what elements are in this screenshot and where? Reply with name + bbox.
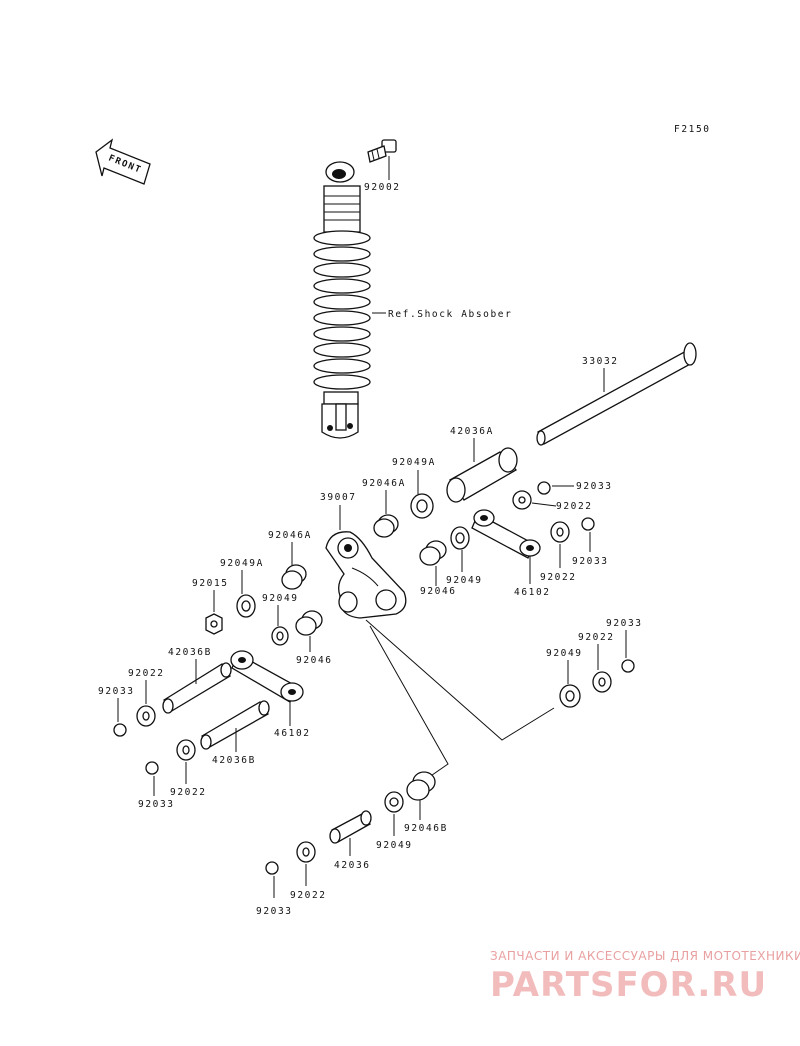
callout-92046B: 92046B (404, 823, 448, 834)
callout-42036: 42036 (334, 860, 371, 871)
callout-46102-left: 46102 (274, 728, 311, 739)
callout-46102-right: 46102 (514, 587, 551, 598)
tie-rod-46102-right (471, 509, 541, 559)
callout-92015: 92015 (192, 578, 229, 589)
circlip-92033-l1 (113, 723, 127, 737)
callout-92002: 92002 (364, 182, 401, 193)
shaft-33032 (536, 342, 697, 446)
callout-92049-left: 92049 (262, 593, 299, 604)
front-arrow-icon: FRONT (95, 138, 151, 185)
callout-92022-l2: 92022 (170, 787, 207, 798)
callout-92033-l2: 92033 (138, 799, 175, 810)
collar-42036A (446, 447, 518, 503)
ref-line-lower (369, 625, 449, 783)
callout-92033-bottom: 92033 (256, 906, 293, 917)
callout-92022-r2: 92022 (540, 572, 577, 583)
callout-92033-l1: 92033 (98, 686, 135, 697)
bearing-92046A-left (281, 564, 307, 590)
callout-92049A-left: 92049A (220, 558, 264, 569)
callout-92022-r1: 92022 (556, 501, 593, 512)
callout-92049-mid: 92049 (446, 575, 483, 586)
circlip-92033-r1 (537, 481, 551, 495)
callout-92033-right-lower: 92033 (606, 618, 643, 629)
callout-92049-right-lower: 92049 (546, 648, 583, 659)
callout-92049A-top: 92049A (392, 457, 436, 468)
collar-42036B-1 (162, 662, 232, 714)
callout-92046A-left: 92046A (268, 530, 312, 541)
bearing-92046-mid (419, 540, 447, 566)
callout-39007: 39007 (320, 492, 357, 503)
bearing-92046A-top (373, 514, 399, 538)
callout-92049-bottom: 92049 (376, 840, 413, 851)
bearing-92046B (406, 771, 436, 801)
callout-92046A-top: 92046A (362, 478, 406, 489)
callout-shock-ref: Ref.Shock Absober (388, 309, 512, 320)
figure-code: F2150 (674, 124, 711, 135)
collar-42036B-2 (200, 700, 270, 750)
callout-42036A: 42036A (450, 426, 494, 437)
callout-42036B-1: 42036B (168, 647, 212, 658)
shock-absorber (313, 161, 371, 439)
circlip-92033-bottom (265, 861, 279, 875)
callout-92022-right-lower: 92022 (578, 632, 615, 643)
bolt-92002 (367, 139, 397, 180)
ref-line-right (365, 619, 555, 741)
circlip-92033-right-lower (621, 659, 635, 673)
watermark-caption: ЗАПЧАСТИ И АКСЕССУАРЫ ДЛЯ МОТОТЕХНИКИ (490, 949, 800, 963)
circlip-92033-l2 (145, 761, 159, 775)
bearing-92046-left (295, 610, 323, 636)
callout-92022-bottom: 92022 (290, 890, 327, 901)
callout-92046-mid: 92046 (420, 586, 457, 597)
tie-rod-46102-left (230, 650, 304, 703)
circlip-92033-r2 (581, 517, 595, 531)
callout-92046-left: 92046 (296, 655, 333, 666)
watermark-brand: PARTSFOR.RU (490, 965, 767, 1005)
callout-42036B-2: 42036B (212, 755, 256, 766)
callout-92033-r2: 92033 (572, 556, 609, 567)
callout-92022-l1: 92022 (128, 668, 165, 679)
grease-nipple-92015 (205, 613, 223, 635)
rocker-arm-39007 (325, 531, 407, 619)
collar-42036 (329, 810, 372, 844)
callout-92033-r1: 92033 (576, 481, 613, 492)
callout-33032: 33032 (582, 356, 619, 367)
